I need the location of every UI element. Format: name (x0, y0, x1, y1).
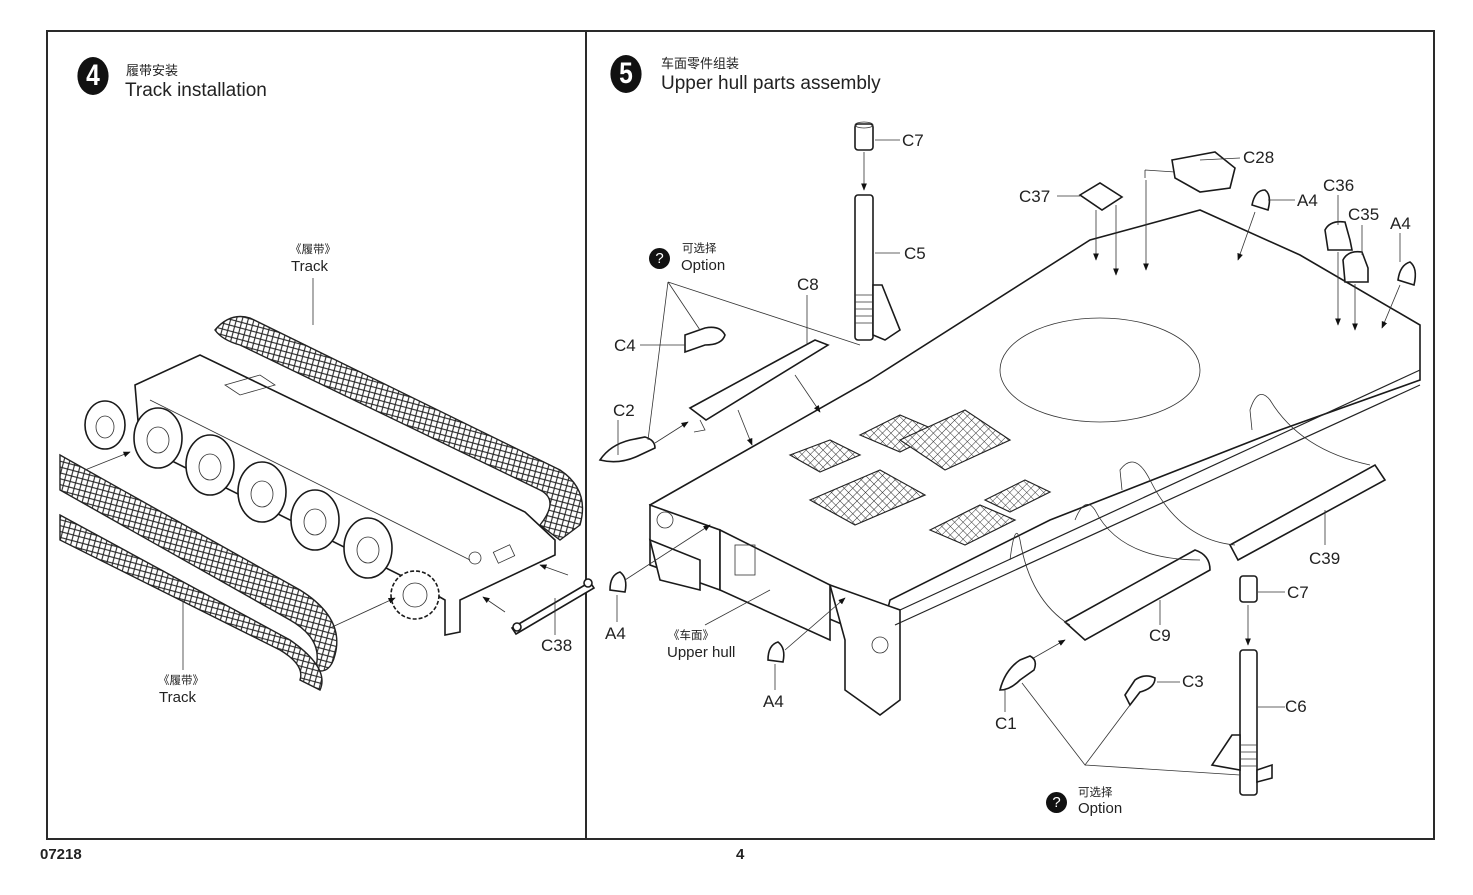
part-label-a4-left: A4 (605, 624, 626, 643)
upper-hull-label-cn: 《车面》 (668, 628, 714, 642)
track-installed (214, 315, 584, 541)
part-c4 (684, 326, 726, 354)
part-label-c38: C38 (541, 636, 573, 655)
part-c38 (510, 578, 596, 636)
engine-grille-6 (983, 479, 1052, 513)
part-label-c8: C8 (797, 275, 819, 294)
part-label-c39: C39 (1309, 549, 1341, 568)
part-c9 (1063, 549, 1211, 641)
part-label-a4-right: A4 (1390, 214, 1411, 233)
part-label-c6: C6 (1285, 697, 1307, 716)
track-detached-1 (59, 453, 338, 672)
part-c3 (1124, 675, 1156, 707)
step-4-badge: 4 (77, 57, 109, 95)
part-a4-bottom (767, 641, 785, 663)
part-c36 (1324, 220, 1353, 251)
option-bottom-label-cn: 可选择 (1078, 785, 1113, 799)
step-5-title-cn: 车面零件组装 (661, 57, 740, 72)
part-label-c2: C2 (613, 401, 635, 420)
part-c6 (1210, 649, 1273, 796)
option-top-label-cn: 可选择 (682, 241, 717, 255)
part-a4-left (609, 571, 627, 593)
engine-grille-4 (788, 439, 862, 473)
part-label-c37: C37 (1019, 187, 1051, 206)
engine-grille-1 (808, 469, 927, 526)
part-label-c28: C28 (1243, 148, 1275, 167)
part-label-c36: C36 (1323, 176, 1355, 195)
step-4-title-en: Track installation (125, 80, 267, 101)
road-wheels (84, 400, 440, 620)
part-c39 (1228, 463, 1387, 562)
engine-grille-5 (928, 504, 1017, 546)
part-c5 (854, 194, 901, 341)
part-label-c9: C9 (1149, 626, 1171, 645)
part-c37 (1078, 182, 1124, 211)
part-label-c4: C4 (614, 336, 636, 355)
engine-grille-3 (898, 409, 1012, 471)
option-bottom-label: Option (1078, 800, 1123, 817)
part-label-a4-top: A4 (1297, 191, 1318, 210)
upper-hull (648, 209, 1421, 716)
track-top-label-cn: 《履带》 (290, 242, 336, 256)
part-c7-bottom (1239, 575, 1258, 603)
kit-code: 07218 (40, 846, 82, 863)
part-label-c35: C35 (1348, 205, 1380, 224)
page-frame (46, 30, 1435, 840)
page-number: 4 (736, 846, 745, 863)
part-a4-top (1251, 189, 1271, 212)
question-icon: ? (1046, 792, 1067, 813)
part-label-c1: C1 (995, 714, 1017, 733)
option-top-label: Option (681, 257, 726, 274)
part-c28 (1144, 151, 1236, 193)
track-top-label: Track (291, 258, 328, 275)
track-bottom-label-cn: 《履带》 (158, 673, 204, 687)
track-detached-2 (59, 513, 323, 691)
part-a4-right (1397, 261, 1417, 287)
part-c1 (998, 655, 1037, 691)
step-4-title-cn: 履带安装 (126, 64, 179, 79)
step-5-badge: 5 (610, 55, 642, 93)
question-icon: ? (649, 248, 670, 269)
part-c2 (598, 436, 656, 463)
part-label-c7-bottom: C7 (1287, 583, 1309, 602)
track-bottom-label: Track (159, 689, 196, 706)
part-label-c5: C5 (904, 244, 926, 263)
part-label-c3: C3 (1182, 672, 1204, 691)
lower-hull-with-tracks (59, 278, 596, 691)
part-label-a4-bottom: A4 (763, 692, 784, 711)
part-c7-top (854, 121, 874, 151)
part-label-c7-top: C7 (902, 131, 924, 150)
upper-hull-label: Upper hull (667, 644, 736, 661)
panel-divider (585, 30, 587, 840)
step-5-title-en: Upper hull parts assembly (661, 73, 881, 94)
part-c35 (1342, 250, 1369, 283)
part-c8 (688, 339, 830, 433)
